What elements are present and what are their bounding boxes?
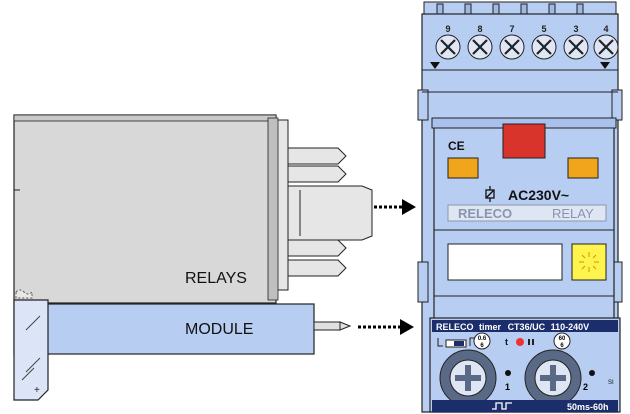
coil-symbol-icon <box>485 186 495 202</box>
relays-block: RELAYS <box>13 114 373 304</box>
right-pointer-icon <box>600 62 610 69</box>
left-pointer-icon <box>430 62 440 69</box>
module-plus-mark: + <box>34 385 40 396</box>
terminal-screw: 4 <box>593 24 619 60</box>
test-button[interactable] <box>502 123 546 159</box>
brand-releco: RELECO <box>458 206 512 221</box>
terminal-screw: 7 <box>499 24 525 60</box>
timer-brand: RELECO <box>436 322 474 332</box>
terminal-number: 4 <box>603 24 608 34</box>
scale-1-top: 0.6 <box>478 336 487 342</box>
left-indicator-led <box>447 157 479 179</box>
relay-front-panel: CE AC230V~ RELECO RELAY <box>431 117 617 321</box>
scale-2-top: 60 <box>559 336 566 342</box>
terminal-number: 9 <box>445 24 450 34</box>
scale-2-bottom: 6 <box>560 343 564 349</box>
sun-icon <box>579 252 599 272</box>
relay-pins <box>275 119 373 291</box>
relays-label: RELAYS <box>185 270 247 287</box>
t-label: t <box>505 337 508 347</box>
timer-range: 50ms-60h <box>567 402 609 412</box>
terminal-screw: 5 <box>531 24 557 60</box>
terminal-screw: 8 <box>467 24 493 60</box>
dial-2-label: 2 <box>583 382 588 392</box>
time-dial-1[interactable] <box>439 349 497 407</box>
time-dial-2[interactable] <box>524 349 582 407</box>
mode-switch[interactable] <box>437 337 475 348</box>
module-block: + MODULE <box>13 299 352 401</box>
range-selector-2[interactable]: 60 6 <box>553 332 571 350</box>
terminal-number: 8 <box>477 24 482 34</box>
timer-module: RELECO timer CT36/UC 110-240V 0.6 6 t <box>429 317 621 413</box>
status-led <box>516 338 524 346</box>
terminal-number: 5 <box>541 24 546 34</box>
module-insert-arrow <box>358 319 414 335</box>
voltage-label: AC230V~ <box>508 187 569 203</box>
timer-voltage: 110-240V <box>551 322 590 332</box>
flag-indicator <box>571 243 607 281</box>
range-selector-1[interactable]: 0.6 6 <box>473 332 491 350</box>
dial-1-marker <box>505 370 511 376</box>
module-label: MODULE <box>185 321 253 338</box>
dial-2-marker <box>589 370 595 376</box>
label-window <box>447 243 563 281</box>
scale-1-bottom: 6 <box>480 343 484 349</box>
relay-body <box>13 114 277 304</box>
side-mark: SI <box>608 380 614 386</box>
terminal-row: 9 8 7 5 3 <box>430 24 619 69</box>
dial-1-label: 1 <box>505 382 510 392</box>
ce-mark: CE <box>448 139 465 153</box>
socket-assembly: 9 8 7 5 3 <box>417 1 623 413</box>
terminal-number: 3 <box>573 24 578 34</box>
brand-relay: RELAY <box>552 206 594 221</box>
pulse-icon <box>492 402 512 410</box>
timer-model: CT36/UC <box>508 322 546 332</box>
timer-word: timer <box>479 322 502 332</box>
terminal-screw: 9 <box>435 24 461 60</box>
relay-insert-arrow <box>374 199 416 215</box>
terminal-number: 7 <box>509 24 514 34</box>
terminal-screw: 3 <box>563 24 589 60</box>
svg-text:RELECO timer C: RELECO timer CT36/UC 110-240V <box>436 322 589 332</box>
right-indicator-led <box>567 157 599 179</box>
